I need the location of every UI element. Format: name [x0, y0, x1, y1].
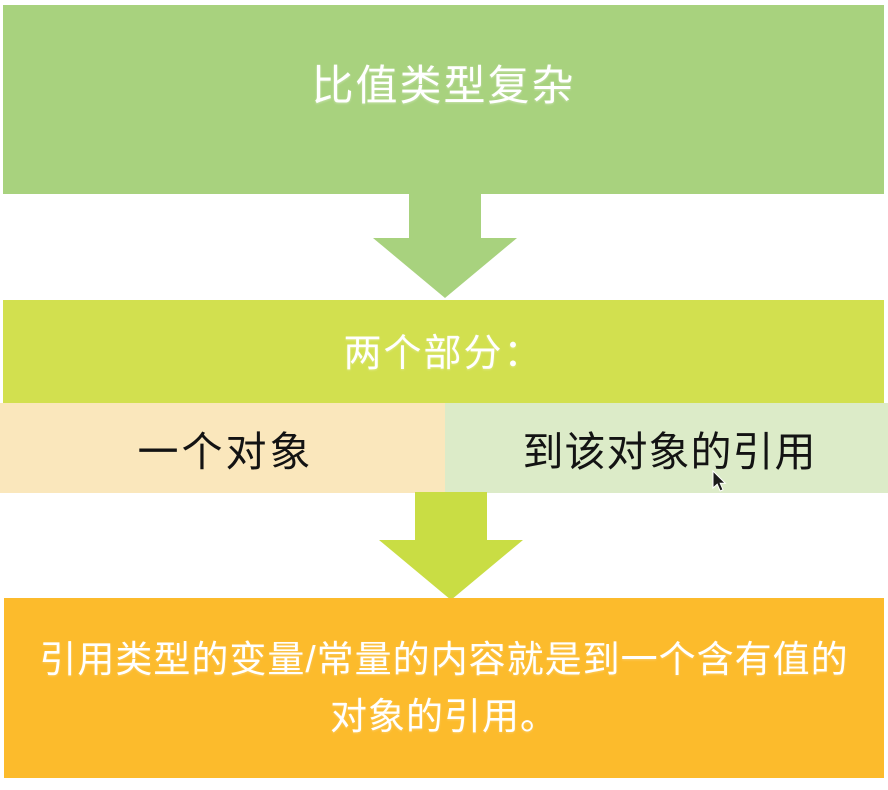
split-box-left-text: 一个对象 [137, 429, 314, 475]
two-parts-banner-text: 两个部分： [343, 332, 544, 375]
title-banner-text: 比值类型复杂 [311, 62, 576, 109]
arrow-split-to-conclusion-icon [379, 492, 523, 600]
split-box-left: 一个对象 [0, 403, 445, 493]
two-parts-banner: 两个部分： [3, 300, 884, 404]
split-box-right: 到该对象的引用 [445, 403, 888, 493]
conclusion-banner-text: 引用类型的变量/常量的内容就是到一个含有值的对象的引用。 [39, 638, 849, 737]
conclusion-banner: 引用类型的变量/常量的内容就是到一个含有值的对象的引用。 [4, 598, 884, 778]
arrow-top-to-two-parts-icon [373, 190, 517, 298]
title-banner: 比值类型复杂 [3, 5, 884, 194]
split-box-right-text: 到该对象的引用 [522, 429, 817, 475]
